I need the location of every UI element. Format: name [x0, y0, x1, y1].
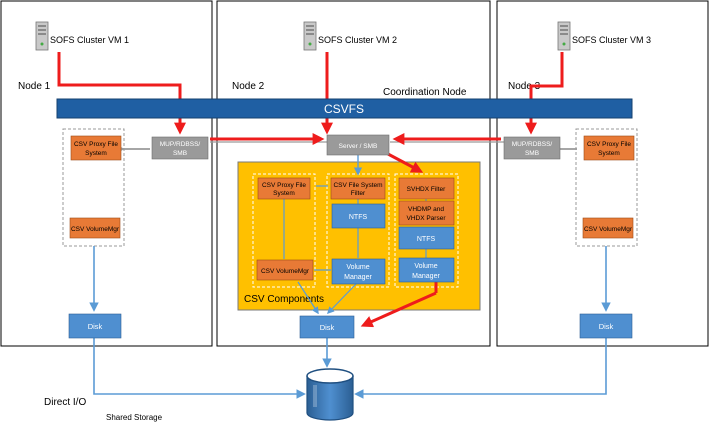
- node3-disk-text: Disk: [599, 322, 614, 331]
- node1-disk-text: Disk: [88, 322, 103, 331]
- node3-proxy-text: System: [598, 150, 620, 157]
- volume-manager1-text: Volume: [346, 264, 369, 271]
- node1-mup-text: MUP/RDBSS/: [160, 141, 201, 148]
- csv-components-label: CSV Components: [244, 294, 324, 305]
- fs-filter-text: CSV File System: [333, 182, 382, 189]
- node2-frame: [216, 0, 491, 347]
- svg-text:SMB: SMB: [173, 150, 187, 157]
- server-smb-text: Server / SMB: [339, 143, 378, 150]
- node2-disk-box: Disk: [299, 315, 355, 339]
- node3-volmgr-box: CSV VolumeMgr: [582, 217, 634, 239]
- server-smb-box: Server / SMB: [326, 134, 390, 156]
- fs-filter-box: CSV File System Filter: [330, 177, 386, 200]
- ntfs1-text: NTFS: [349, 214, 368, 221]
- node1-csv-group: [62, 128, 125, 247]
- shared-storage-label: Shared Storage: [106, 413, 163, 422]
- svg-text:System: System: [85, 150, 107, 157]
- vm2-label: SOFS Cluster VM 2: [318, 35, 397, 45]
- node2-volmgr-box: CSV VolumeMgr: [256, 259, 314, 281]
- svg-text:CSV File System: CSV File System: [333, 182, 382, 189]
- node1-volmgr-box: CSV VolumeMgr: [69, 217, 121, 239]
- node1-proxy-text: System: [85, 150, 107, 157]
- server-icon: [557, 21, 571, 51]
- server-icon: [303, 21, 317, 51]
- svg-text:CSV Proxy File: CSV Proxy File: [74, 141, 118, 148]
- svg-text:System: System: [273, 190, 295, 197]
- volume-manager1-box: Volume Manager: [331, 258, 386, 285]
- flow-line: [93, 338, 306, 399]
- shared-storage-cylinder-icon: [306, 368, 354, 421]
- svhdx-filter-text: SVHDX Filter: [407, 186, 446, 193]
- svg-text:MUP/RDBSS/: MUP/RDBSS/: [512, 141, 553, 148]
- fs-filter-text: Filter: [351, 190, 366, 197]
- vm3-label: SOFS Cluster VM 3: [572, 35, 651, 45]
- node3-disk-box: Disk: [579, 313, 633, 339]
- node3-label: Node 3: [508, 81, 541, 92]
- svg-text:Manager: Manager: [344, 274, 372, 281]
- vhdmp-box: VHDMP and VHDX Parser: [398, 200, 455, 226]
- node3-frame: [496, 0, 709, 347]
- coordination-node-label: Coordination Node: [383, 87, 467, 98]
- proxy-column: [252, 173, 316, 288]
- io-arrow: [57, 52, 186, 135]
- vhdmp-text: VHDX Parser: [406, 215, 446, 222]
- node3-proxy-box: CSV Proxy File System: [583, 135, 635, 161]
- node3-mup-text: MUP/RDBSS/: [512, 141, 553, 148]
- node2-proxy-text: System: [273, 190, 295, 197]
- volume-manager2-text: Manager: [412, 273, 440, 280]
- volume-manager1-text: Manager: [344, 274, 372, 281]
- node2-volmgr-text: CSV VolumeMgr: [261, 268, 310, 275]
- node1-mup-box: MUP/RDBSS/ SMB: [151, 136, 209, 160]
- svg-text:System: System: [598, 150, 620, 157]
- volume-manager2-box: Volume Manager: [398, 257, 455, 283]
- node1-proxy-text: CSV Proxy File: [74, 141, 118, 148]
- flow-line: [326, 283, 357, 315]
- svg-text:CSV Proxy File: CSV Proxy File: [587, 141, 631, 148]
- node1-volmgr-text: CSV VolumeMgr: [71, 226, 120, 233]
- svg-text:SMB: SMB: [525, 150, 539, 157]
- node1-proxy-box: CSV Proxy File System: [70, 135, 122, 161]
- svhdx-column: [394, 173, 459, 288]
- svg-text:Filter: Filter: [351, 190, 366, 197]
- node2-proxy-box: CSV Proxy File System: [257, 177, 311, 200]
- svhdx-filter-box: SVHDX Filter: [398, 177, 455, 200]
- csvfs-bar-label: CSVFS: [324, 102, 364, 116]
- svg-text:VHDX Parser: VHDX Parser: [406, 215, 446, 222]
- svg-text:Manager: Manager: [412, 273, 440, 280]
- server-icon: [35, 21, 49, 51]
- node2-label: Node 2: [232, 81, 265, 92]
- flow-line: [297, 281, 319, 315]
- ntfs1-box: NTFS: [331, 203, 386, 229]
- node1-frame: [0, 0, 213, 347]
- vm1-label: SOFS Cluster VM 1: [50, 35, 129, 45]
- ntfs2-text: NTFS: [417, 236, 436, 243]
- svg-text:CSV Proxy File: CSV Proxy File: [262, 182, 306, 189]
- node1-label: Node 1: [18, 81, 51, 92]
- node1-disk-box: Disk: [68, 313, 122, 339]
- flow-line: [354, 338, 607, 399]
- node3-volmgr-text: CSV VolumeMgr: [584, 226, 633, 233]
- node2-proxy-text: CSV Proxy File: [262, 182, 306, 189]
- svg-text:Volume: Volume: [414, 263, 437, 270]
- node3-mup-text: SMB: [525, 150, 539, 157]
- node3-proxy-text: CSV Proxy File: [587, 141, 631, 148]
- svg-text:MUP/RDBSS/: MUP/RDBSS/: [160, 141, 201, 148]
- io-arrow: [360, 291, 437, 328]
- direct-io-label: Direct I/O: [44, 397, 86, 408]
- svg-text:VHDMP and: VHDMP and: [408, 206, 444, 213]
- node3-csv-group: [575, 128, 638, 247]
- ntfs2-box: NTFS: [398, 226, 455, 250]
- node2-disk-text: Disk: [320, 323, 335, 332]
- io-arrow: [387, 152, 424, 173]
- volume-manager2-text: Volume: [414, 263, 437, 270]
- vhdmp-text: VHDMP and: [408, 206, 444, 213]
- csvfs-bar: [56, 98, 633, 119]
- node1-mup-text: SMB: [173, 150, 187, 157]
- node3-mup-box: MUP/RDBSS/ SMB: [503, 136, 561, 160]
- svg-text:Volume: Volume: [346, 264, 369, 271]
